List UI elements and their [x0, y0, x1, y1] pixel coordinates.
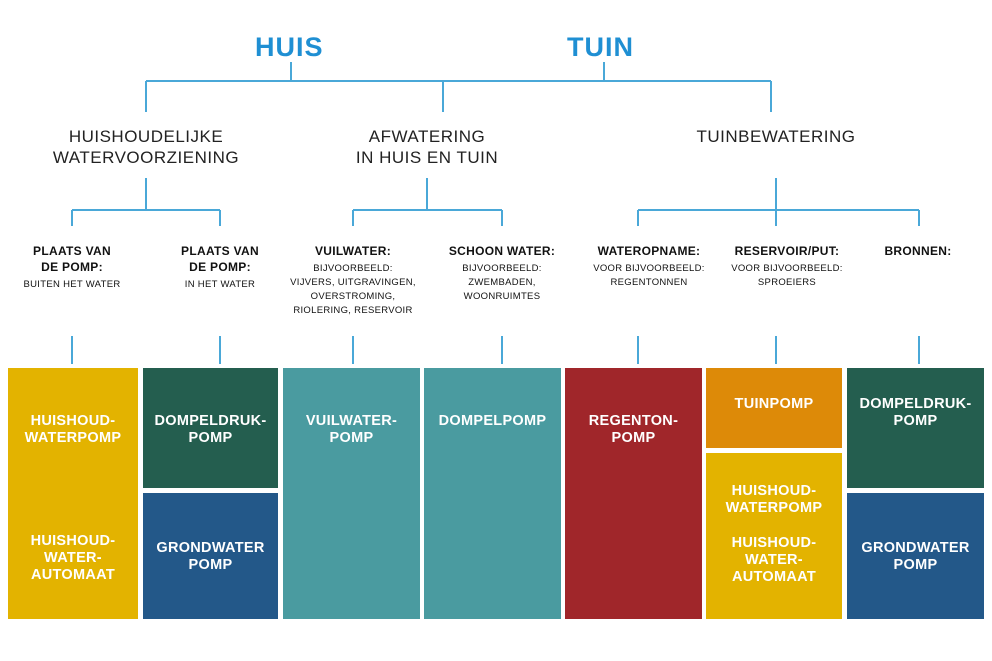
pump-label-huishoudwaterautomaat: HUISHOUD- WATER- AUTOMAAT	[30, 533, 116, 583]
subcategory-vuilwater: VUILWATER: BIJVOORBEELD: VIJVERS, UITGRA…	[270, 243, 436, 318]
pump-box-regentonpomp[interactable]: REGENTON- POMP	[565, 368, 702, 619]
subcategory-in-het-water: PLAATS VAN DE POMP: IN HET WATER	[150, 243, 290, 292]
subcategory-wateropname: WATEROPNAME: VOOR BIJVOORBEELD: REGENTON…	[574, 243, 724, 290]
subcategory-detail: BIJVOORBEELD: VIJVERS, UITGRAVINGEN, OVE…	[290, 263, 416, 316]
pump-label: TUINPOMP	[734, 396, 814, 412]
pump-box-grondwaterpomp[interactable]: GRONDWATER POMP	[143, 493, 278, 619]
pump-label: DOMPELDRUK- POMP	[859, 396, 972, 429]
pump-box-dompelpomp[interactable]: DOMPELPOMP	[424, 368, 561, 619]
category-tuinbewatering: TUINBEWATERING	[696, 127, 856, 146]
subcategory-heading: BRONNEN:	[884, 244, 952, 258]
pump-box-dompeldrukpomp-tuin[interactable]: DOMPELDRUK- POMP	[847, 368, 984, 488]
subcategory-heading: PLAATS VAN DE POMP:	[33, 244, 111, 274]
subcategory-detail: VOOR BIJVOORBEELD: REGENTONNEN	[593, 263, 705, 288]
title-tuin: TUIN	[567, 32, 634, 62]
subcategory-detail: BIJVOORBEELD: ZWEMBADEN, WOONRUIMTES	[462, 263, 542, 302]
subcategory-detail: BUITEN HET WATER	[23, 279, 121, 290]
subcategory-heading: RESERVOIR/PUT:	[734, 244, 840, 258]
pump-box-tuinpomp[interactable]: TUINPOMP	[706, 368, 842, 448]
subcategory-bronnen: BRONNEN:	[862, 243, 974, 259]
pump-box-vuilwaterpomp[interactable]: VUILWATER- POMP	[283, 368, 420, 619]
pump-box-huishoudwater[interactable]: HUISHOUD- WATERPOMP HUISHOUD- WATER- AUT…	[8, 368, 138, 619]
pump-label-huishoudwaterpomp: HUISHOUD- WATERPOMP	[725, 483, 823, 516]
pump-label-huishoudwaterpomp: HUISHOUD- WATERPOMP	[24, 413, 122, 446]
subcategory-detail: IN HET WATER	[184, 279, 256, 290]
subcategory-schoon-water: SCHOON WATER: BIJVOORBEELD: ZWEMBADEN, W…	[436, 243, 568, 304]
subcategory-buiten-het-water: PLAATS VAN DE POMP: BUITEN HET WATER	[2, 243, 142, 292]
title-huis: HUIS	[255, 32, 324, 62]
pump-label: VUILWATER- POMP	[305, 413, 398, 446]
pump-label: GRONDWATER POMP	[861, 540, 970, 573]
category-afwatering: AFWATERING IN HUIS EN TUIN	[355, 127, 499, 167]
subcategory-heading: WATEROPNAME:	[597, 244, 701, 258]
pump-label: DOMPELDRUK- POMP	[154, 413, 267, 446]
pump-box-dompeldrukpomp[interactable]: DOMPELDRUK- POMP	[143, 368, 278, 488]
subcategory-heading: SCHOON WATER:	[448, 244, 556, 258]
pump-box-grondwaterpomp-tuin[interactable]: GRONDWATER POMP	[847, 493, 984, 619]
pump-label: REGENTON- POMP	[588, 413, 679, 446]
subcategory-heading: VUILWATER:	[314, 244, 392, 258]
subcategory-reservoir-put: RESERVOIR/PUT: VOOR BIJVOORBEELD: SPROEI…	[712, 243, 862, 290]
pump-label: DOMPELPOMP	[438, 413, 547, 429]
pump-box-huishoudwater-tuin[interactable]: HUISHOUD- WATERPOMP HUISHOUD- WATER- AUT…	[706, 453, 842, 619]
pump-label-huishoudwaterautomaat: HUISHOUD- WATER- AUTOMAAT	[731, 535, 817, 585]
subcategory-detail: VOOR BIJVOORBEELD: SPROEIERS	[731, 263, 843, 288]
subcategory-heading: PLAATS VAN DE POMP:	[181, 244, 259, 274]
category-huishoudelijke-watervoorziening: HUISHOUDELIJKE WATERVOORZIENING	[52, 127, 240, 167]
pump-label: GRONDWATER POMP	[156, 540, 265, 573]
